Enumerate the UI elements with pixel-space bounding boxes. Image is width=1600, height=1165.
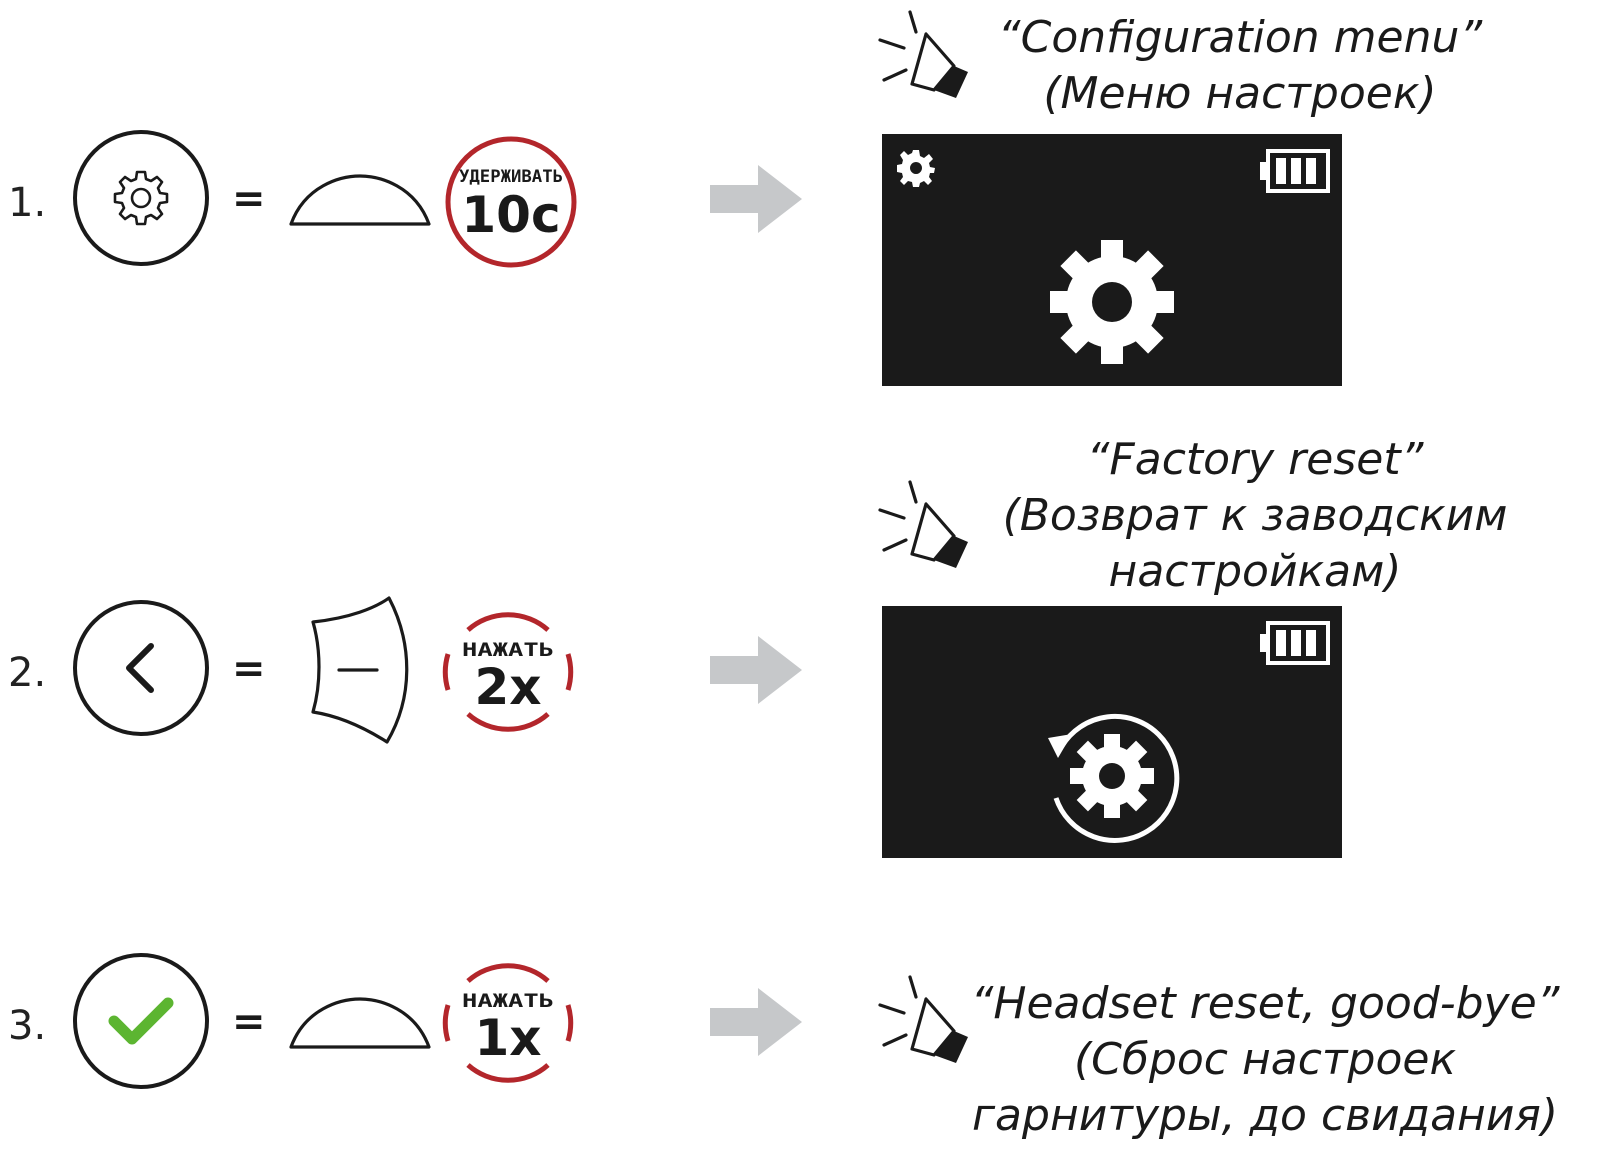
voice-line-2: (Сброс настроек	[1073, 1034, 1457, 1085]
step-1-number: 1.	[8, 180, 47, 226]
confirm-button[interactable]	[73, 953, 209, 1089]
voice-line-1: “Configuration menu”	[997, 12, 1483, 63]
equals-sign: =	[232, 176, 266, 222]
badge-value: 10c	[461, 186, 560, 244]
voice-prompt-1: “Configuration menu” (Меню настроек)	[980, 10, 1500, 122]
arrow-right-icon	[710, 165, 802, 233]
battery-full-icon	[1260, 149, 1330, 193]
voice-line-2: (Возврат к заводским	[1002, 490, 1508, 541]
speaker-icon	[878, 10, 968, 98]
hold-badge: УДЕРЖИВАТЬ 10c	[445, 136, 577, 268]
badge-label: НАЖАТЬ	[462, 639, 554, 661]
minus-button-icon[interactable]	[305, 594, 415, 748]
oval-button-icon[interactable]	[285, 168, 435, 230]
badge-label: НАЖАТЬ	[462, 990, 554, 1012]
voice-line-3: гарнитуры, до свидания)	[971, 1090, 1559, 1141]
settings-button[interactable]	[73, 130, 209, 266]
factory-reset-icon	[1048, 713, 1180, 843]
small-gear-icon	[897, 150, 935, 187]
step-3-number: 3.	[8, 1003, 47, 1049]
gear-icon	[1050, 240, 1174, 364]
arrow-right-icon	[710, 988, 802, 1056]
speaker-icon	[878, 975, 968, 1063]
voice-line-2: (Меню настроек)	[1043, 68, 1437, 119]
voice-prompt-2: “Factory reset” (Возврат к заводским нас…	[990, 432, 1520, 600]
voice-line-3: настройкам)	[1108, 546, 1402, 597]
chevron-left-icon	[126, 643, 154, 693]
badge-value: 2x	[474, 658, 541, 716]
back-button[interactable]	[73, 600, 209, 736]
display-screen-1	[882, 134, 1342, 386]
oval-button-icon[interactable]	[285, 991, 435, 1053]
equals-sign: =	[232, 646, 266, 692]
display-screen-2	[882, 606, 1342, 858]
equals-sign: =	[232, 999, 266, 1045]
badge-value: 1x	[474, 1009, 541, 1067]
badge-label: УДЕРЖИВАТЬ	[459, 167, 563, 187]
step-2-number: 2.	[8, 650, 47, 696]
checkmark-icon	[108, 997, 174, 1045]
press-badge: НАЖАТЬ 1x	[442, 963, 574, 1083]
voice-prompt-3: “Headset reset, good-bye” (Сброс настрое…	[970, 976, 1560, 1144]
battery-full-icon	[1260, 621, 1330, 665]
arrow-right-icon	[710, 636, 802, 704]
voice-line-1: “Factory reset”	[1086, 434, 1424, 485]
speaker-icon	[878, 480, 968, 568]
press-badge: НАЖАТЬ 2x	[442, 612, 574, 732]
gear-icon	[113, 170, 169, 226]
voice-line-1: “Headset reset, good-bye”	[970, 978, 1560, 1029]
